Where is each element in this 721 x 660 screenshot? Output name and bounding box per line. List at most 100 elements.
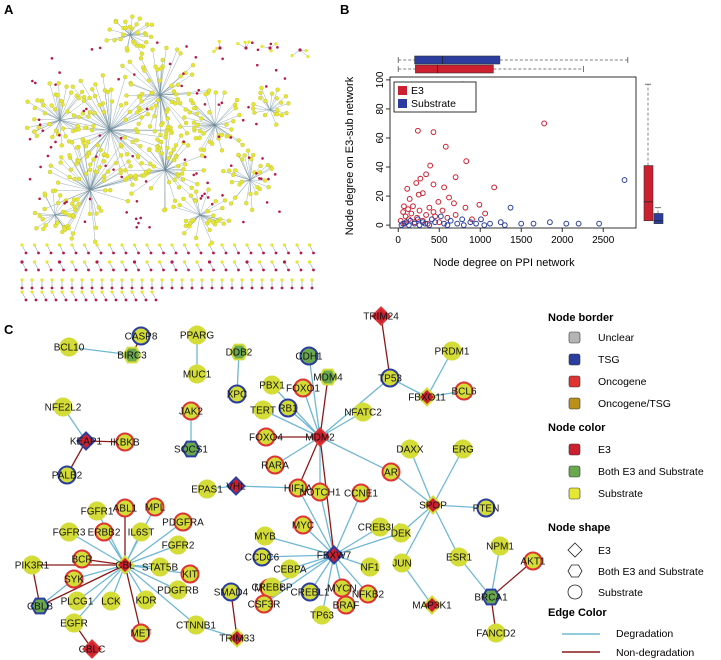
- degradation-edge: [73, 564, 126, 624]
- network-edge: [106, 34, 131, 41]
- node-label: TERT: [250, 406, 276, 417]
- network-node: [282, 260, 287, 264]
- network-node: [44, 298, 48, 302]
- node-label: CCDC6: [245, 553, 280, 564]
- network-edge: [199, 207, 223, 216]
- boxplot-box: [414, 55, 501, 65]
- network-node: [182, 260, 187, 264]
- network-node: [119, 136, 123, 140]
- network-edge: [59, 95, 77, 121]
- network-edge: [269, 98, 277, 111]
- network-node: [199, 268, 203, 272]
- network-node: [76, 176, 82, 181]
- node-label: EPAS1: [191, 485, 223, 496]
- network-node: [171, 89, 177, 94]
- e3-point: [451, 200, 457, 207]
- network-node: [283, 77, 287, 80]
- network-node: [187, 251, 190, 255]
- e3-point: [444, 214, 451, 221]
- network-node: [36, 125, 41, 130]
- node-label: SOCS1: [174, 445, 208, 456]
- network-node: [98, 134, 102, 137]
- network-edge: [205, 94, 216, 126]
- network-node: [269, 49, 273, 53]
- network-node: [185, 143, 191, 148]
- substrate-point: [437, 213, 444, 220]
- network-node: [274, 42, 278, 46]
- network-node: [140, 278, 144, 282]
- network-node: [148, 34, 154, 40]
- network-edge: [82, 139, 91, 191]
- network-node: [47, 81, 52, 86]
- network-edge: [122, 65, 161, 96]
- network-node: [94, 169, 99, 175]
- substrate-node: [370, 517, 390, 537]
- network-edge: [42, 214, 56, 220]
- network-edge: [164, 169, 183, 174]
- substrate-node: [186, 615, 206, 635]
- substrate-node: [64, 569, 84, 589]
- network-node: [207, 243, 212, 247]
- network-edge: [57, 119, 61, 135]
- network-node: [186, 91, 191, 97]
- network-node: [74, 298, 78, 302]
- network-node: [290, 286, 294, 290]
- network-edge: [141, 94, 161, 102]
- network-edge: [76, 147, 91, 191]
- network-node: [141, 173, 147, 178]
- degradation-edge: [432, 448, 464, 506]
- substrate-point: [416, 222, 423, 228]
- substrate-point: [405, 222, 412, 228]
- network-node: [237, 112, 242, 118]
- network-node: [125, 211, 129, 214]
- network-node: [60, 278, 64, 282]
- network-node: [45, 260, 49, 264]
- network-node: [250, 286, 254, 290]
- network-node: [182, 231, 187, 236]
- network-edge: [148, 80, 161, 96]
- node-label: PDGFRA: [162, 518, 204, 529]
- substrate-point: [454, 220, 461, 227]
- network-node: [299, 251, 303, 255]
- network-node: [175, 97, 181, 102]
- network-edge: [184, 117, 216, 126]
- network-node: [211, 220, 216, 225]
- network-node: [86, 114, 91, 119]
- network-edge: [199, 189, 209, 216]
- network-node: [270, 243, 274, 247]
- network-edge: [78, 146, 91, 191]
- network-node: [103, 188, 108, 193]
- network-node: [46, 154, 50, 158]
- network-node: [199, 197, 203, 200]
- network-node: [155, 98, 161, 103]
- network-node: [146, 147, 152, 153]
- network-node: [198, 147, 204, 152]
- e3-point: [417, 175, 424, 182]
- network-node: [162, 268, 165, 272]
- node-label: NFKB2: [352, 590, 385, 601]
- network-node: [269, 91, 275, 96]
- network-edge: [140, 58, 161, 96]
- network-node: [170, 286, 174, 290]
- network-edge: [246, 179, 251, 204]
- substrate-node: [253, 400, 273, 420]
- network-node: [82, 243, 87, 247]
- network-node: [241, 118, 245, 122]
- network-node: [300, 278, 304, 282]
- network-node: [100, 278, 104, 282]
- substrate-node: [380, 368, 400, 388]
- network-node: [87, 95, 92, 101]
- network-node: [165, 116, 170, 121]
- network-edge: [159, 53, 181, 96]
- network-edge: [244, 155, 251, 181]
- network-node: [109, 99, 115, 104]
- network-edge: [95, 84, 111, 131]
- y-tick-label: 0: [375, 222, 386, 228]
- network-node: [78, 78, 83, 84]
- network-node: [34, 226, 39, 231]
- network-node: [182, 243, 187, 247]
- e3-point: [491, 184, 498, 191]
- e3-point: [541, 120, 548, 127]
- network-node: [237, 268, 240, 272]
- network-node: [113, 19, 118, 25]
